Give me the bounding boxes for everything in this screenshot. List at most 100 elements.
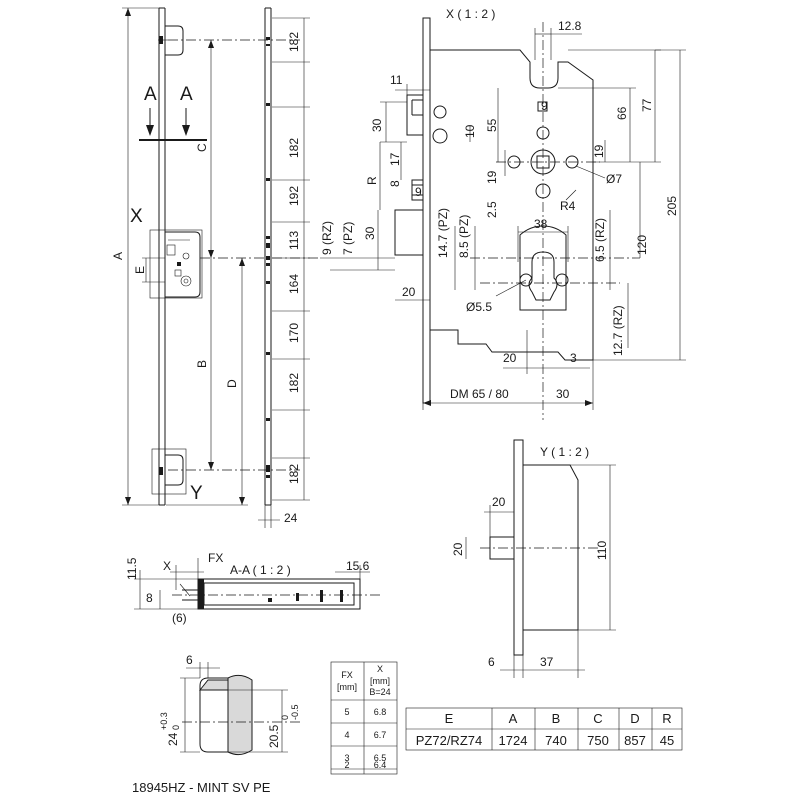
dim-cut-24-tol-up: +0.3 [159, 712, 169, 730]
detail-x-title: X ( 1 : 2 ) [446, 7, 495, 21]
dim-x-17: 17 [388, 152, 402, 166]
x-header-unit: [mm] [370, 676, 390, 686]
dim-x-12-8: 12.8 [558, 19, 582, 33]
fx-cell: 5 [344, 707, 349, 717]
spec-cell-e: PZ72/RZ74 [416, 733, 482, 748]
dim-x-3: 3 [570, 351, 577, 365]
dim-x-19b: 19 [592, 144, 606, 158]
x-header-label: X [377, 664, 383, 674]
x-cell: 6.7 [374, 730, 387, 740]
detail-y-title: Y ( 1 : 2 ) [540, 445, 589, 459]
dim-x-r4: R4 [560, 199, 576, 213]
dim-x-dia5-5: Ø5.5 [466, 300, 492, 314]
spec-header-r: R [662, 711, 671, 726]
spec-header-b: B [552, 711, 561, 726]
spec-cell-a: 1724 [499, 733, 528, 748]
dim-x-2-5: 2.5 [485, 201, 499, 218]
spec-header-c: C [593, 711, 602, 726]
spec-cell-b: 740 [545, 733, 567, 748]
dim-x-30a: 30 [370, 118, 384, 132]
dim-x-dia7: Ø7 [606, 172, 622, 186]
dim-b: B [195, 360, 209, 368]
dim-strip-3: 192 [287, 186, 301, 206]
section-arrow-label-left: A [144, 84, 157, 105]
dim-x-11: 11 [390, 73, 403, 87]
spec-cell-r: 45 [660, 733, 674, 748]
dim-cut-6: 6 [186, 653, 193, 667]
spec-table: E A B C D R PZ72/RZ74 1724 740 750 857 4… [405, 707, 683, 751]
dim-x-9rz: 9 (RZ) [320, 221, 334, 255]
fx-cell: 3 [344, 753, 349, 763]
dim-x-120: 120 [635, 235, 649, 255]
dim-y-20a: 20 [492, 495, 506, 509]
spec-header-a: A [509, 711, 518, 726]
dim-x-20b: 20 [503, 351, 517, 365]
dim-x-20: 20 [402, 285, 416, 299]
dim-cut-20-5-tol-lo: -0.5 [290, 704, 300, 720]
dim-strip-2: 182 [287, 138, 301, 158]
dim-aa-x: X [163, 559, 171, 573]
dim-x-9b: 9 [541, 99, 548, 113]
fx-table: FX [mm] X [mm] B=24 5 6.8 4 6.7 3 6.5 2 … [330, 661, 398, 775]
dim-x-77: 77 [640, 98, 654, 112]
fx-header-unit: [mm] [337, 682, 357, 692]
dim-x-14-7: 14.7 (PZ) [436, 208, 450, 258]
section-arrow-label-right: A [180, 84, 193, 105]
dim-strip-7: 182 [287, 373, 301, 393]
spec-header-d: D [630, 711, 639, 726]
dim-aa-15-6: 15.6 [346, 559, 370, 573]
dim-x-30c: 30 [556, 387, 570, 401]
dim-e: E [133, 266, 147, 274]
fx-header-label: FX [341, 670, 353, 680]
dim-x-r: R [365, 176, 379, 185]
dim-x-19a: 19 [485, 170, 499, 184]
cutout-detail: 6 24 +0.3 0 20.5 0 -0.5 [159, 653, 300, 756]
dim-aa-fx: FX [208, 551, 223, 565]
dim-strip-1: 182 [287, 32, 301, 52]
dim-strip-width: 24 [284, 511, 298, 525]
dim-c: C [195, 143, 209, 152]
dim-cut-20-5: 20.5 [267, 724, 281, 748]
spec-header-e: E [445, 711, 454, 726]
spec-cell-d: 857 [624, 733, 646, 748]
dim-x-6-5rz: 6.5 (RZ) [593, 218, 607, 262]
dim-x-66: 66 [615, 106, 629, 120]
detail-y: Y ( 1 : 2 ) 20 20 110 6 37 [451, 439, 616, 678]
dim-x-205: 205 [665, 196, 679, 216]
section-aa-title: A-A ( 1 : 2 ) [230, 563, 291, 577]
fx-cell: 4 [344, 730, 349, 740]
spec-cell-c: 750 [587, 733, 609, 748]
dim-y-20b: 20 [451, 542, 465, 556]
dim-d: D [225, 379, 239, 388]
dim-cut-24: 24 [166, 732, 180, 746]
dim-y-37: 37 [540, 655, 554, 669]
dim-x-12-7rz: 12.7 (RZ) [611, 305, 625, 356]
dim-cut-24-tol-lo: 0 [171, 725, 181, 730]
x-header-note: B=24 [369, 687, 390, 697]
detail-x: X ( 1 : 2 ) 12.8 [320, 7, 686, 420]
dim-x-55: 55 [485, 118, 499, 132]
fx-cell: 2 [344, 760, 349, 770]
dim-x-7pz: 7 (PZ) [341, 222, 355, 255]
x-cell: 6.8 [374, 707, 387, 717]
dim-x-dm: DM 65 / 80 [450, 387, 509, 401]
x-cell: 6.5 [374, 753, 387, 763]
dim-aa-6: (6) [172, 611, 187, 625]
dim-x-8-5: 8.5 (PZ) [457, 215, 471, 258]
detail-marker-x: X [130, 206, 143, 227]
product-code: 18945HZ - MINT SV PE [132, 780, 271, 795]
dim-x-38: 38 [534, 217, 548, 231]
section-aa: A-A ( 1 : 2 ) 11.5 8 X FX (6) 15.6 [125, 551, 380, 625]
dim-y-6: 6 [488, 655, 495, 669]
dim-x-8: 8 [388, 180, 402, 187]
dim-strip-8: 182 [287, 464, 301, 484]
front-plate-view: A A X Y A E C B D [111, 7, 320, 528]
dim-x-30b: 30 [363, 226, 377, 240]
dim-strip-6: 170 [287, 323, 301, 343]
dim-strip-5: 164 [287, 274, 301, 294]
detail-marker-y: Y [190, 483, 203, 504]
dim-cut-20-5-tol-up: 0 [280, 715, 290, 720]
x-cell: 6.4 [374, 760, 387, 770]
dim-aa-11-5: 11.5 [125, 557, 139, 580]
